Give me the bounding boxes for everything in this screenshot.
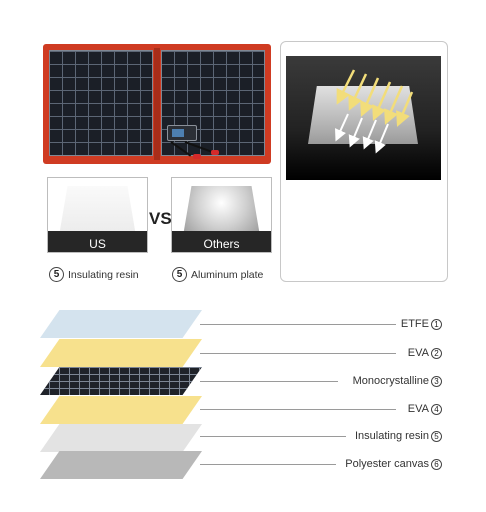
circled-number: 5 xyxy=(431,430,442,442)
circled-number: 5 xyxy=(172,267,187,282)
layer-label-monocrystalline: Monocrystalline 3 xyxy=(353,375,442,387)
circled-number: 1 xyxy=(431,318,442,330)
circled-number: 4 xyxy=(431,403,442,415)
layer-label-text: EVA xyxy=(407,347,429,359)
us-caption: 5 Insulating resin xyxy=(49,267,139,282)
us-caption-text: Insulating resin xyxy=(68,268,139,281)
us-label-bar xyxy=(48,231,147,252)
solar-panel-left-half xyxy=(49,50,153,156)
layer-label-text: Insulating resin xyxy=(355,430,429,442)
layer-label-text: EVA xyxy=(407,403,429,415)
layer-label-text: ETFE xyxy=(400,318,429,330)
eva-layer-top xyxy=(40,339,202,367)
junction-box-display xyxy=(172,129,184,137)
leader-line xyxy=(200,436,346,437)
junction-box xyxy=(167,125,197,141)
light-transmission-image xyxy=(286,56,441,180)
folding-solar-panel-image xyxy=(43,44,271,164)
us-label: US xyxy=(89,237,106,251)
light-rays-icon xyxy=(335,69,414,154)
layer-label-etfe: ETFE 1 xyxy=(401,318,442,330)
layer-label-polyester-canvas: Polyester canvas 6 xyxy=(345,458,442,470)
eva-layer-bottom xyxy=(40,396,202,424)
circled-number: 5 xyxy=(49,267,64,282)
circled-number: 3 xyxy=(431,375,442,387)
polyester-canvas-layer xyxy=(40,451,202,479)
layer-label-eva-bottom: EVA 4 xyxy=(408,403,442,415)
us-comparison-card: US xyxy=(47,177,148,253)
layer-label-insulating-resin: Insulating resin 5 xyxy=(355,430,442,442)
panel-hinge xyxy=(154,48,160,160)
others-comparison-card: Others xyxy=(171,177,272,253)
layer-label-eva-top: EVA 2 xyxy=(408,347,442,359)
others-label: Others xyxy=(203,237,240,251)
insulating-resin-layer xyxy=(40,424,202,452)
layer-label-text: Monocrystalline xyxy=(352,375,429,387)
others-caption: 5 Aluminum plate xyxy=(172,267,263,282)
monocrystalline-layer xyxy=(40,367,202,395)
others-label-bar xyxy=(172,231,271,252)
leader-line xyxy=(200,409,396,410)
circled-number: 2 xyxy=(431,347,442,359)
vs-text: VS xyxy=(149,209,172,228)
layer-label-text: Polyester canvas xyxy=(345,458,429,470)
leader-line xyxy=(200,353,396,354)
others-caption-text: Aluminum plate xyxy=(191,268,264,281)
circled-number: 6 xyxy=(431,458,442,470)
red-connector xyxy=(193,154,201,159)
leader-line xyxy=(200,324,396,325)
leader-line xyxy=(200,381,338,382)
leader-line xyxy=(200,464,336,465)
red-connector xyxy=(211,150,219,155)
etfe-layer xyxy=(40,310,202,338)
